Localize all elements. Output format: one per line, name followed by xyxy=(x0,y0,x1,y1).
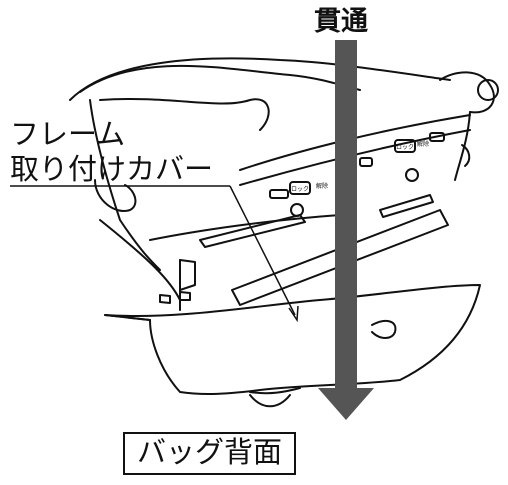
frame-outline xyxy=(69,57,451,101)
release-switch-label: 解除 xyxy=(417,140,429,148)
frame-knob xyxy=(477,79,499,101)
pass-through-arrow xyxy=(318,40,374,420)
lock-switch xyxy=(429,132,445,142)
frame-slot xyxy=(199,214,306,248)
arrow-head xyxy=(318,388,374,420)
frame-outline xyxy=(159,294,171,304)
frame-outline xyxy=(99,97,270,131)
frame-outline xyxy=(79,64,361,93)
frame-outline xyxy=(179,259,196,291)
release-switch-label: 解除 xyxy=(316,182,328,190)
lock-switch xyxy=(359,157,373,167)
frame-outline xyxy=(94,179,137,212)
frame-outline xyxy=(179,291,191,301)
frame-cover-label-line1: フレーム xyxy=(10,117,126,151)
frame-outline xyxy=(89,99,161,271)
frame-bolt xyxy=(290,203,304,217)
bag-back-label: バッグ背面 xyxy=(123,432,297,475)
lock-switch-label: ロック xyxy=(291,186,309,193)
frame-cover-label-line2: 取り付けカバー xyxy=(10,152,214,186)
frame-bolt xyxy=(405,168,419,182)
frame-outline xyxy=(454,111,471,181)
through-label: 貫通 xyxy=(314,6,368,37)
frame-slot xyxy=(379,194,434,218)
frame-cover xyxy=(371,319,397,339)
frame-cover xyxy=(104,314,151,321)
frame-cover xyxy=(104,284,481,396)
lock-switch xyxy=(269,189,289,199)
leader-line xyxy=(229,185,296,316)
frame-outline xyxy=(149,214,341,241)
frame-cover xyxy=(249,387,301,395)
frame-outline xyxy=(99,219,181,301)
frame-slot xyxy=(231,209,449,306)
lock-switch xyxy=(289,181,311,195)
lock-switch xyxy=(394,139,416,153)
arrow-shaft xyxy=(335,40,357,390)
leader-arrowhead xyxy=(288,305,299,323)
lock-switch-label: ロック xyxy=(396,144,414,151)
frame-outline xyxy=(461,144,471,167)
frame-outline xyxy=(249,394,291,408)
frame-knob xyxy=(439,71,495,114)
